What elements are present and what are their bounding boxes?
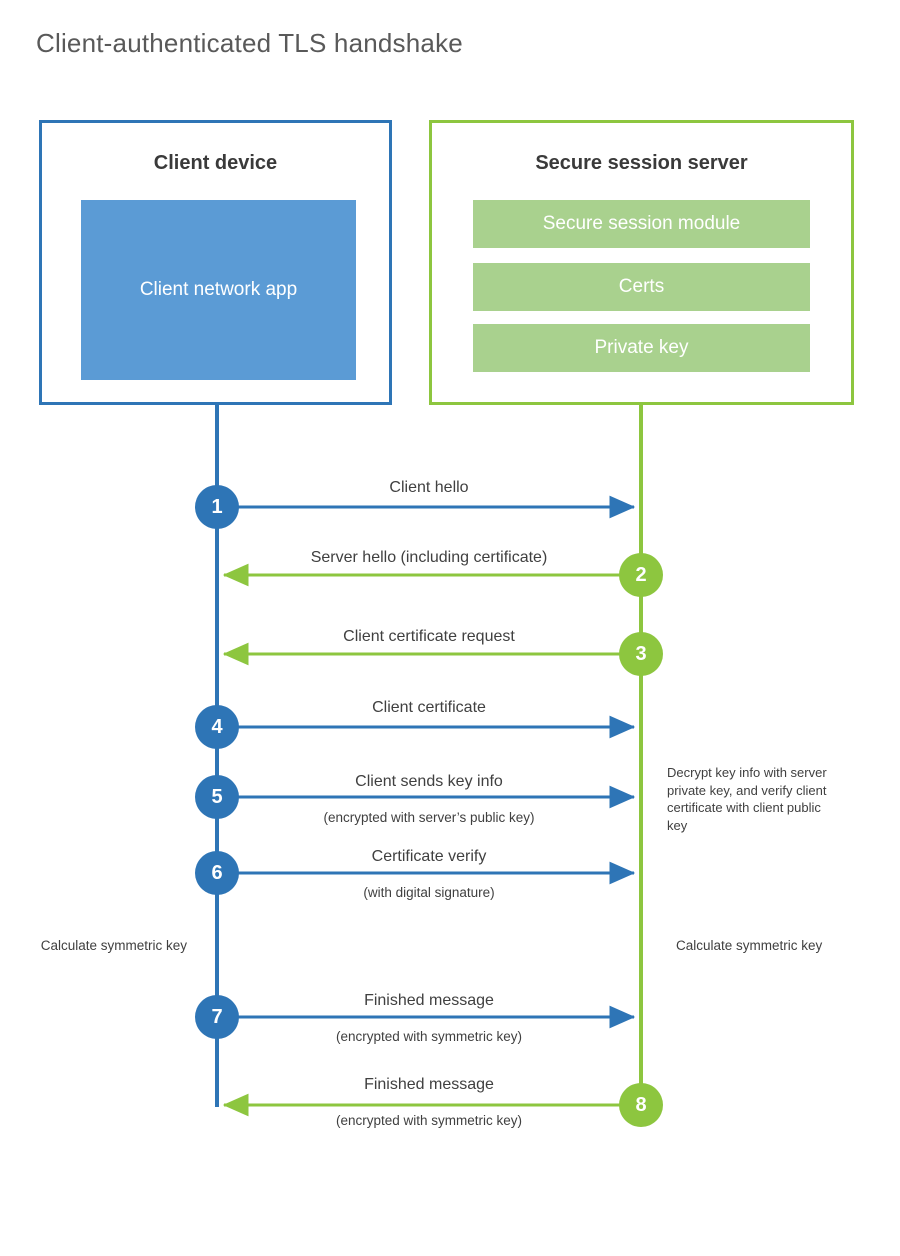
message-label-step-3: Client certificate request xyxy=(343,628,515,645)
message-sublabel-step-6: (with digital signature) xyxy=(363,885,495,900)
message-label-step-5: Client sends key info xyxy=(355,773,503,790)
message-sublabel-step-8: (encrypted with symmetric key) xyxy=(335,1113,523,1128)
message-label-step-8: Finished message xyxy=(364,1076,494,1093)
secure-session-server-title: Secure session server xyxy=(535,152,748,174)
message-label-step-4: Client certificate xyxy=(372,699,486,716)
message-label-step-2: Server hello (including certificate) xyxy=(310,549,548,566)
step-circle-5[interactable]: 5 xyxy=(195,775,239,819)
message-sublabel-step-7: (encrypted with symmetric key) xyxy=(335,1029,523,1044)
message-label-step-7: Finished message xyxy=(364,992,494,1009)
server-component-secure-session-module: Secure session module xyxy=(473,200,810,248)
step-circle-1[interactable]: 1 xyxy=(195,485,239,529)
server-component-certs: Certs xyxy=(473,263,810,311)
page-title: Client-authenticated TLS handshake xyxy=(36,28,463,58)
secure-session-server-box: Secure session server Secure session mod… xyxy=(429,120,854,405)
client-device-title: Client device xyxy=(153,152,278,174)
client-device-box: Client device Client network app xyxy=(39,120,392,405)
server-component-private-key: Private key xyxy=(473,324,810,372)
server-lifeline xyxy=(639,403,643,1105)
step-circle-7[interactable]: 7 xyxy=(195,995,239,1039)
step-circle-8[interactable]: 8 xyxy=(619,1083,663,1127)
step-circle-4[interactable]: 4 xyxy=(195,705,239,749)
note-client-calculate-symmetric-key: Calculate symmetric key xyxy=(40,938,187,953)
client-lifeline xyxy=(215,403,219,1107)
message-label-step-6: Certificate verify xyxy=(371,848,487,865)
message-label-step-1: Client hello xyxy=(389,479,469,496)
step-circle-3[interactable]: 3 xyxy=(619,632,663,676)
step-circle-6[interactable]: 6 xyxy=(195,851,239,895)
note-server-decrypt: Decrypt key info with server private key… xyxy=(667,765,827,833)
client-network-app-block: Client network app xyxy=(81,200,356,380)
message-sublabel-step-5: (encrypted with server’s public key) xyxy=(323,810,535,825)
step-circle-2[interactable]: 2 xyxy=(619,553,663,597)
note-server-calculate-symmetric-key: Calculate symmetric key xyxy=(676,938,823,953)
